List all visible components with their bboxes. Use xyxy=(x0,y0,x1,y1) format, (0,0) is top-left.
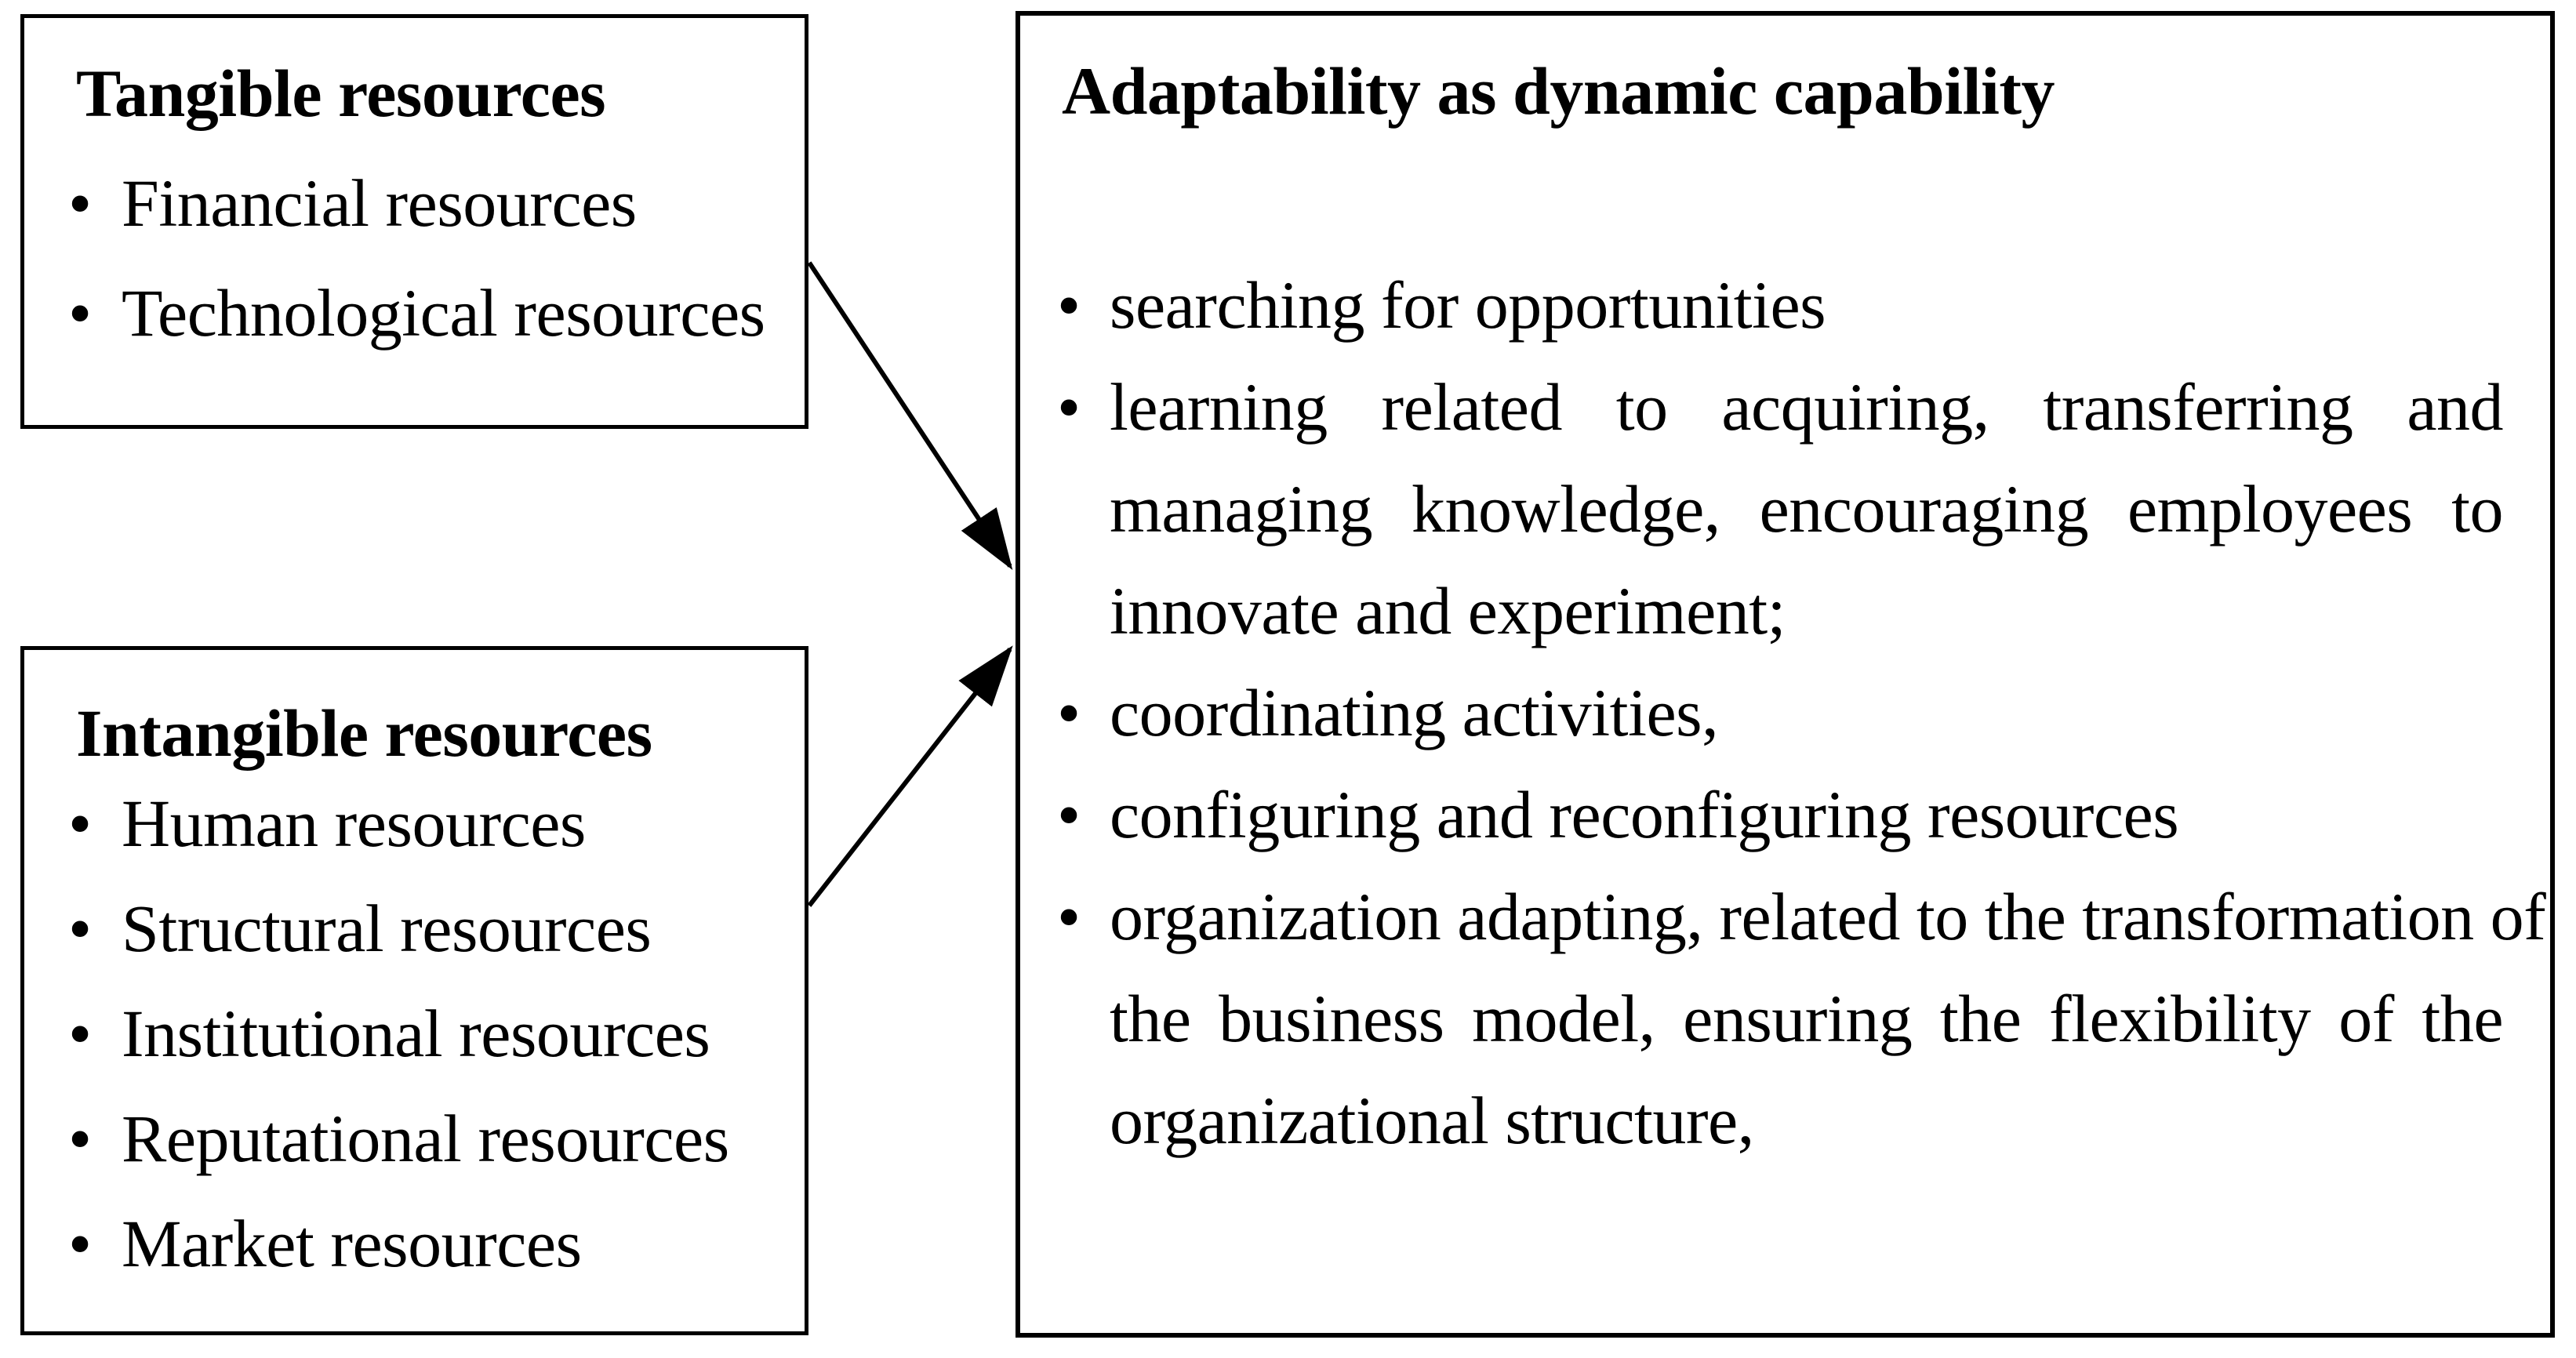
bullet-icon: • xyxy=(68,275,92,350)
list-item: • learning related to acquiring, transfer… xyxy=(1057,356,2504,662)
item-line: configuring and reconfiguring resources xyxy=(1110,777,2179,852)
item-text: coordinating activities, xyxy=(1110,662,2503,764)
item-text: learning related to acquiring, transferr… xyxy=(1110,356,2504,662)
item-text: organization adapting, related to the tr… xyxy=(1110,866,2546,1171)
item-text: Human resources xyxy=(122,771,789,876)
bullet-icon: • xyxy=(1057,675,1081,750)
item-line: coordinating activities, xyxy=(1110,675,1719,750)
item-line: the business model, ensuring the flexibi… xyxy=(1110,981,2504,1056)
item-text: searching for opportunities xyxy=(1110,254,2503,356)
list-item: • Reputational resources xyxy=(68,1086,789,1191)
bullet-icon: • xyxy=(68,786,92,861)
item-line: organization adapting, related to the tr… xyxy=(1110,879,2546,954)
intangible-resources-box: Intangible resources • Human resources • St… xyxy=(20,646,808,1335)
item-text: Institutional resources xyxy=(122,981,789,1086)
item-line: Reputational resources xyxy=(122,1101,729,1176)
item-line: managing knowledge, encouraging employee… xyxy=(1110,471,2504,546)
bullet-icon: • xyxy=(68,1101,92,1176)
bullet-icon: • xyxy=(68,1206,92,1281)
list-item: • coordinating activities, xyxy=(1057,662,2503,764)
item-line: learning related to acquiring, transferr… xyxy=(1110,369,2504,445)
adaptability-box: Adaptability as dynamic capability • sear… xyxy=(1016,11,2555,1338)
bullet-icon: • xyxy=(68,996,92,1071)
list-item: • Market resources xyxy=(68,1191,789,1296)
tangible-box-title: Tangible resources xyxy=(76,56,606,131)
arrow-tangible-resources-box-to-adaptability-box xyxy=(807,261,1013,571)
bullet-icon: • xyxy=(1057,267,1081,343)
item-line: organizational structure, xyxy=(1110,1083,1754,1158)
intangible-items-list: • Human resources • Structural resources • In… xyxy=(68,771,789,1296)
item-line: Financial resources xyxy=(122,165,637,241)
intangible-box-title: Intangible resources xyxy=(76,695,652,771)
tangible-resources-box: Tangible resources •Financial resources•… xyxy=(20,14,808,429)
item-text: Market resources xyxy=(122,1191,789,1296)
bullet-icon: • xyxy=(1057,777,1081,852)
item-line: searching for opportunities xyxy=(1110,267,1826,343)
item-line: Technological resources xyxy=(122,275,765,350)
adaptability-box-title: Adaptability as dynamic capability xyxy=(1062,53,2055,129)
item-text: Financial resources xyxy=(122,148,789,258)
list-item: • Financial resources xyxy=(68,148,789,258)
item-text: Structural resources xyxy=(122,876,789,981)
item-line: Human resources xyxy=(122,786,586,861)
list-item: • Institutional resources xyxy=(68,981,789,1086)
item-line: Institutional resources xyxy=(122,996,710,1071)
list-item: • configuring and reconfiguring resources xyxy=(1057,764,2503,866)
list-item: • Technological resources xyxy=(68,258,789,368)
arrow-intangible-resources-box-to-adaptability-box xyxy=(807,645,1013,907)
bullet-icon: • xyxy=(68,165,92,241)
list-item: • Human resources xyxy=(68,771,789,876)
item-line: Structural resources xyxy=(122,891,652,966)
bullet-icon: • xyxy=(1057,369,1081,445)
item-text: Reputational resources xyxy=(122,1086,789,1191)
bullet-icon: • xyxy=(68,891,92,966)
adaptability-items-list: • searching for opportunities • learning re… xyxy=(1057,254,2546,1171)
list-item: • organization adapting, related to the t… xyxy=(1057,866,2546,1171)
bullet-icon: • xyxy=(1057,879,1081,954)
list-item: • Structural resources xyxy=(68,876,789,981)
item-text: Technological resources xyxy=(122,258,789,368)
tangible-items-list: • Financial resources • Technological resou… xyxy=(68,148,789,368)
item-line: Market resources xyxy=(122,1206,582,1281)
item-text: configuring and reconfiguring resources xyxy=(1110,764,2503,866)
arrows-group xyxy=(807,261,1013,907)
item-line: innovate and experiment; xyxy=(1110,573,1786,648)
list-item: • searching for opportunities xyxy=(1057,254,2503,356)
